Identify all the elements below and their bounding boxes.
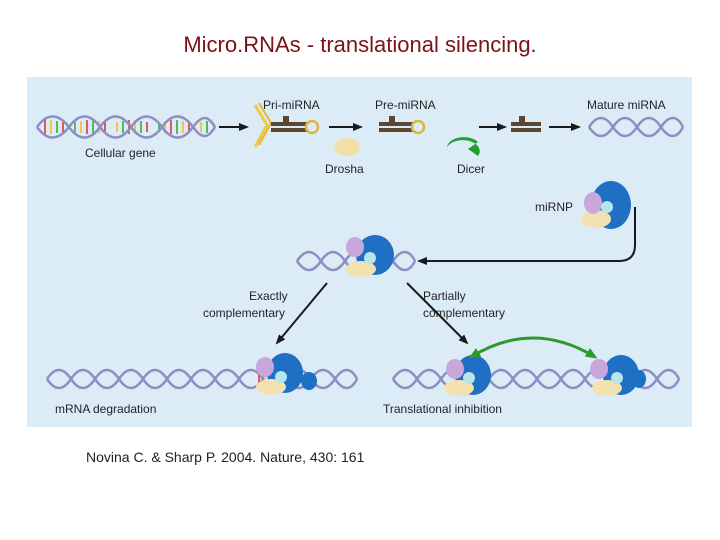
exactly-label-line1: Exactly: [249, 289, 288, 303]
inhibition-mirnp-left: [444, 355, 491, 396]
drosha-enzyme: [334, 138, 360, 156]
target-mirnp-complex: [295, 235, 417, 277]
pri-mirna-hairpin: [253, 102, 320, 148]
mature-mirna-label: Mature miRNA: [587, 98, 666, 112]
degradation-mrna: [45, 353, 359, 395]
cellular-gene-helix: [35, 115, 217, 139]
drosha-label: Drosha: [325, 162, 364, 176]
mirnp-label: miRNP: [535, 200, 573, 214]
partially-label-line1: Partially: [423, 289, 466, 303]
mirna-duplex: [511, 116, 541, 132]
translational-inhibition-label: Translational inhibition: [383, 402, 502, 416]
mirnp-complex: [581, 181, 631, 229]
dicer-label: Dicer: [457, 162, 485, 176]
pre-mirna-hairpin: [379, 116, 426, 135]
mrna-degradation-label: mRNA degradation: [55, 402, 156, 416]
green-double-arrow: [468, 336, 598, 359]
mirna-pathway-diagram: Cellular gene Pri-miRNA Drosha Pre-miRNA…: [27, 77, 692, 427]
pre-mirna-label: Pre-miRNA: [375, 98, 436, 112]
mature-mirna-helix: [587, 116, 685, 138]
arrow-to-partial: [406, 282, 469, 345]
exactly-label-line2: complementary: [203, 306, 285, 320]
arrow-to-exact: [275, 282, 328, 345]
dicer-enzyme: [447, 137, 480, 156]
slide-title: Micro.RNAs - translational silencing.: [183, 32, 537, 57]
inhibition-mirnp-right: [590, 355, 646, 396]
pri-mirna-label: Pri-miRNA: [263, 98, 320, 112]
cellular-gene-label: Cellular gene: [85, 146, 156, 160]
partially-label-line2: complementary: [423, 306, 505, 320]
citation-text: Novina C. & Sharp P. 2004. Nature, 430: …: [86, 449, 365, 465]
arrow-mirnp-to-target: [417, 207, 636, 265]
